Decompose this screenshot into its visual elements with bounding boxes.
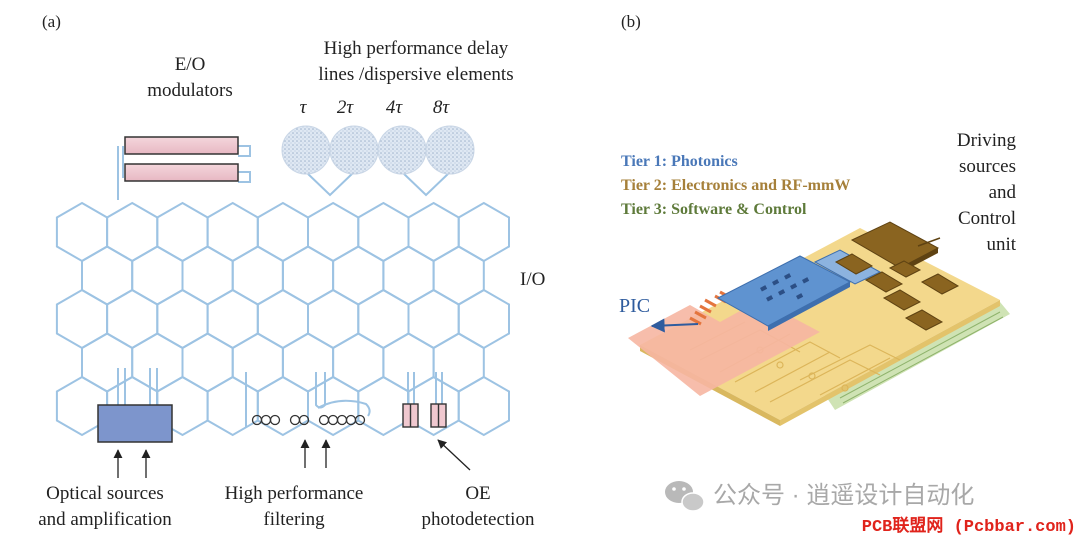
tier3-label: Tier 3: Software & Control <box>621 201 807 218</box>
panel-a: (a) E/O modulators High performance dela… <box>38 12 545 530</box>
hex-cell <box>256 375 309 437</box>
delay-spool-3 <box>377 125 427 175</box>
svg-text:Control: Control <box>958 208 1016 229</box>
svg-text:sources: sources <box>959 156 1016 177</box>
oe-line2: photodetection <box>422 509 535 530</box>
hex-cell <box>231 332 284 393</box>
hex-cell <box>156 288 209 350</box>
pcb-green-pins <box>839 311 1004 404</box>
pic-arrow <box>650 318 699 333</box>
optical-sources-line2: and amplification <box>38 509 172 530</box>
wechat-account-text: 公众号 · 逍遥设计自动化 <box>713 482 974 509</box>
filter-rings <box>251 414 366 426</box>
delay-label-line2: lines /dispersive elements <box>318 64 513 85</box>
hex-cell <box>256 201 309 263</box>
driving-sources-label: Driving sources and Control unit <box>957 130 1017 255</box>
io-label: I/O <box>520 269 545 290</box>
hex-cell <box>407 288 460 350</box>
panel-a-label: (a) <box>42 12 61 31</box>
hex-cell <box>206 375 259 437</box>
hex-cell <box>131 245 184 306</box>
hex-cell <box>106 201 159 263</box>
tau-4: 4τ <box>386 97 404 118</box>
optical-sources-line1: Optical sources <box>46 483 164 504</box>
hex-cell <box>231 245 284 306</box>
filtering-line2: filtering <box>263 509 325 530</box>
tau-2: 2τ <box>337 97 355 118</box>
hex-cell <box>55 288 109 350</box>
hex-cell <box>332 245 385 306</box>
optical-source-box <box>97 404 173 443</box>
photonic-chip-elements <box>760 273 810 302</box>
hex-cell <box>181 245 234 306</box>
hex-cell <box>432 245 485 306</box>
tier1-label: Tier 1: Photonics <box>621 153 738 170</box>
arrow-photodetector <box>437 439 471 471</box>
filtering-line1: High performance <box>225 483 364 504</box>
hex-cell <box>256 288 309 350</box>
delay-spool-1 <box>281 125 331 175</box>
hex-cell <box>332 332 385 393</box>
eo-label-line1: E/O <box>175 54 206 75</box>
tau-8: 8τ <box>433 97 451 118</box>
photodetectors <box>402 403 447 428</box>
hex-cell <box>206 201 259 263</box>
hex-cell <box>206 288 259 350</box>
hex-cell <box>307 201 360 263</box>
hex-cell <box>106 288 159 350</box>
delay-spools <box>281 125 475 197</box>
hex-cell <box>281 245 335 306</box>
delay-label-line1: High performance delay <box>324 38 509 59</box>
hex-cell <box>55 201 109 263</box>
site-watermark: PCB联盟网 (Pcbbar.com) <box>862 516 1076 537</box>
hex-cell <box>81 245 134 306</box>
hex-cell <box>457 375 510 437</box>
hexagonal-waveguide-mesh <box>55 201 510 437</box>
wechat-watermark: 公众号 · 逍遥设计自动化 <box>665 481 974 512</box>
hex-cell <box>357 288 410 350</box>
svg-text:unit: unit <box>986 234 1016 255</box>
wechat-icon <box>665 481 705 512</box>
hex-cell <box>457 288 510 350</box>
eo-label-line2: modulators <box>147 80 233 101</box>
hex-cell <box>382 245 435 306</box>
modulator-2 <box>124 163 239 182</box>
tier2-label: Tier 2: Electronics and RF-mmW <box>621 177 850 194</box>
electronic-chips <box>834 221 960 331</box>
hex-cell <box>156 201 209 263</box>
svg-text:Driving: Driving <box>957 130 1017 151</box>
pic-label: PIC <box>619 295 650 317</box>
hex-cell <box>357 375 410 437</box>
hex-cell <box>457 201 510 263</box>
delay-spool-4 <box>425 125 475 175</box>
hex-cell <box>407 201 460 263</box>
eo-modulators <box>117 136 251 200</box>
oe-line1: OE <box>465 483 490 504</box>
hex-cell <box>357 201 410 263</box>
hex-cell <box>181 332 234 393</box>
bottom-devices <box>97 368 471 478</box>
tau-1: τ <box>300 97 308 118</box>
hex-cell <box>307 288 360 350</box>
delay-spool-2 <box>329 125 379 175</box>
panel-b: (b) <box>619 12 1017 426</box>
panel-b-label: (b) <box>621 12 641 31</box>
svg-text:and: and <box>989 182 1017 203</box>
pic-connector-pins <box>689 290 732 326</box>
modulator-1 <box>124 136 239 155</box>
driving-leader-line <box>917 237 941 247</box>
